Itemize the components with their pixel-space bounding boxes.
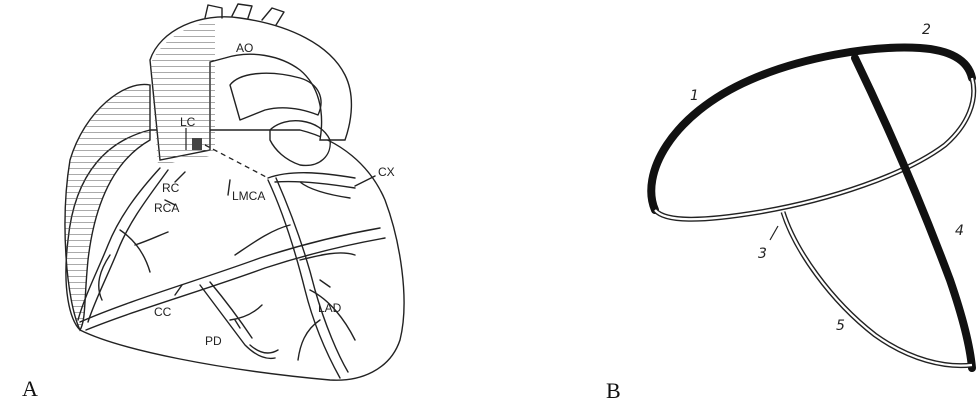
- label-cx: CX: [378, 165, 395, 179]
- label-rc: RC: [162, 181, 180, 195]
- label-cc: CC: [154, 305, 172, 319]
- schematic-label-2: 2: [922, 22, 931, 38]
- label-ao: AO: [236, 41, 253, 55]
- pulmonary-trunk: [230, 73, 321, 120]
- schematic-label-5: 5: [836, 318, 845, 334]
- lmca-dashed: [205, 145, 268, 178]
- lad-branches: [235, 225, 355, 360]
- diagonal-thick-band: [855, 58, 972, 368]
- schematic-label-1: 1: [690, 88, 699, 104]
- label-lc: LC: [180, 115, 196, 129]
- heart-illustration: AO LC RC LMCA CX RCA CC PD LAD: [65, 4, 404, 380]
- label-lad: LAD: [318, 301, 342, 315]
- schematic-label-4: 4: [955, 223, 964, 239]
- label-rca: RCA: [154, 201, 179, 215]
- lc-ostium: [192, 138, 202, 150]
- vertical-loop-inner: [783, 212, 972, 366]
- label-leaders: [165, 172, 375, 328]
- schematic-label-3: 3: [758, 246, 767, 262]
- lad-artery: [268, 178, 348, 378]
- label-pd: PD: [205, 334, 222, 348]
- ellipse-thick-arc: [651, 48, 972, 210]
- leader-3: [770, 226, 778, 240]
- right-atrium: [65, 84, 150, 330]
- label-lmca: LMCA: [232, 189, 265, 203]
- circumflex-artery: [268, 173, 355, 198]
- panel-label-b: B: [606, 378, 621, 403]
- vertical-loop: [783, 212, 972, 366]
- schematic: 1 2 3 4 5: [651, 22, 973, 368]
- panel-label-a: A: [22, 376, 38, 401]
- ellipse-thin-arc: [655, 78, 974, 219]
- pd-branches: [230, 305, 278, 353]
